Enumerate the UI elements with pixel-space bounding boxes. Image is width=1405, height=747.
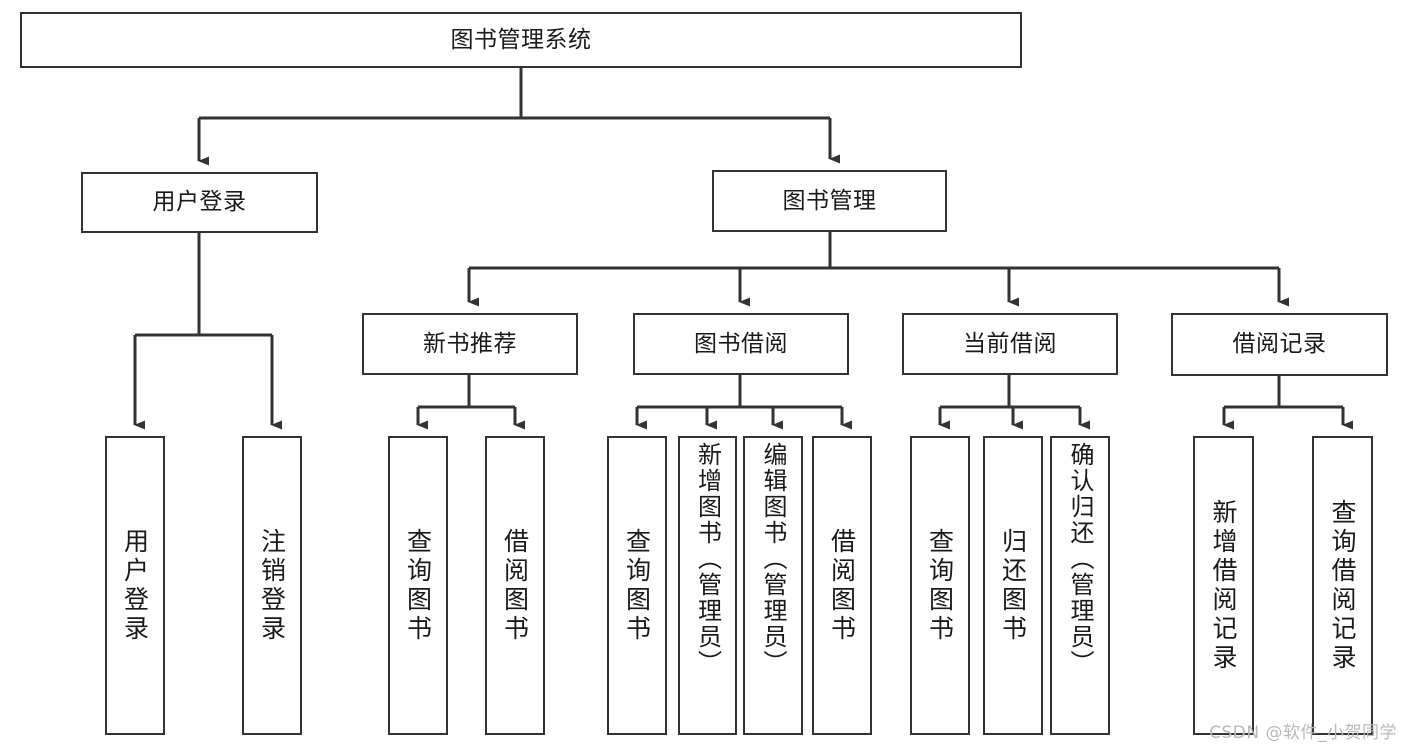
node-leaf-confirm-return[interactable]: 确认归还（管理员） [1050,436,1110,735]
node-book-borrow-label: 图书借阅 [694,330,788,357]
node-leaf-user-login-label: 用户登录 [120,527,150,644]
node-leaf-query-record[interactable]: 查询借阅记录 [1312,436,1373,735]
node-leaf-borrow-book-1-label: 借阅图书 [500,527,530,644]
node-leaf-query-book-1-label: 查询图书 [403,527,433,644]
node-leaf-add-record-label: 新增借阅记录 [1209,498,1238,673]
node-leaf-return-book-label: 归还图书 [998,527,1028,644]
node-book-management-label: 图书管理 [782,187,877,214]
node-borrow-record[interactable]: 借阅记录 [1171,313,1388,376]
node-leaf-query-book-3-label: 查询图书 [925,527,955,644]
watermark-text: CSDN @软件_小贺同学 [1209,723,1397,743]
node-leaf-confirm-return-label: 确认归还（管理员） [1066,442,1094,676]
node-leaf-query-book-1[interactable]: 查询图书 [388,436,448,735]
node-leaf-query-book-2-label: 查询图书 [622,527,652,644]
node-leaf-query-book-3[interactable]: 查询图书 [910,436,970,735]
node-leaf-user-login[interactable]: 用户登录 [105,436,165,735]
node-leaf-borrow-book-2[interactable]: 借阅图书 [812,436,872,735]
node-leaf-edit-book-label: 编辑图书（管理员） [759,442,787,676]
node-root-label: 图书管理系统 [450,26,592,53]
node-leaf-query-book-2[interactable]: 查询图书 [607,436,667,735]
node-book-management[interactable]: 图书管理 [712,170,947,232]
node-leaf-borrow-book-1[interactable]: 借阅图书 [485,436,545,735]
node-new-book-recommend-label: 新书推荐 [423,330,517,357]
node-leaf-add-book[interactable]: 新增图书（管理员） [678,436,737,735]
node-current-borrow-label: 当前借阅 [963,330,1057,357]
node-new-book-recommend[interactable]: 新书推荐 [362,313,578,375]
node-leaf-add-book-label: 新增图书（管理员） [693,442,722,676]
node-user-login-label: 用户登录 [152,189,247,216]
node-leaf-return-book[interactable]: 归还图书 [983,436,1043,735]
node-leaf-logout[interactable]: 注销登录 [242,436,302,735]
node-leaf-query-record-label: 查询借阅记录 [1328,498,1357,673]
node-root[interactable]: 图书管理系统 [20,12,1022,68]
node-book-borrow[interactable]: 图书借阅 [633,313,849,375]
node-borrow-record-label: 借阅记录 [1232,331,1327,358]
node-current-borrow[interactable]: 当前借阅 [902,313,1118,375]
node-leaf-logout-label: 注销登录 [257,527,287,644]
node-leaf-edit-book[interactable]: 编辑图书（管理员） [743,436,803,735]
node-user-login[interactable]: 用户登录 [81,172,318,233]
node-leaf-add-record[interactable]: 新增借阅记录 [1193,436,1254,735]
node-leaf-borrow-book-2-label: 借阅图书 [827,527,857,644]
